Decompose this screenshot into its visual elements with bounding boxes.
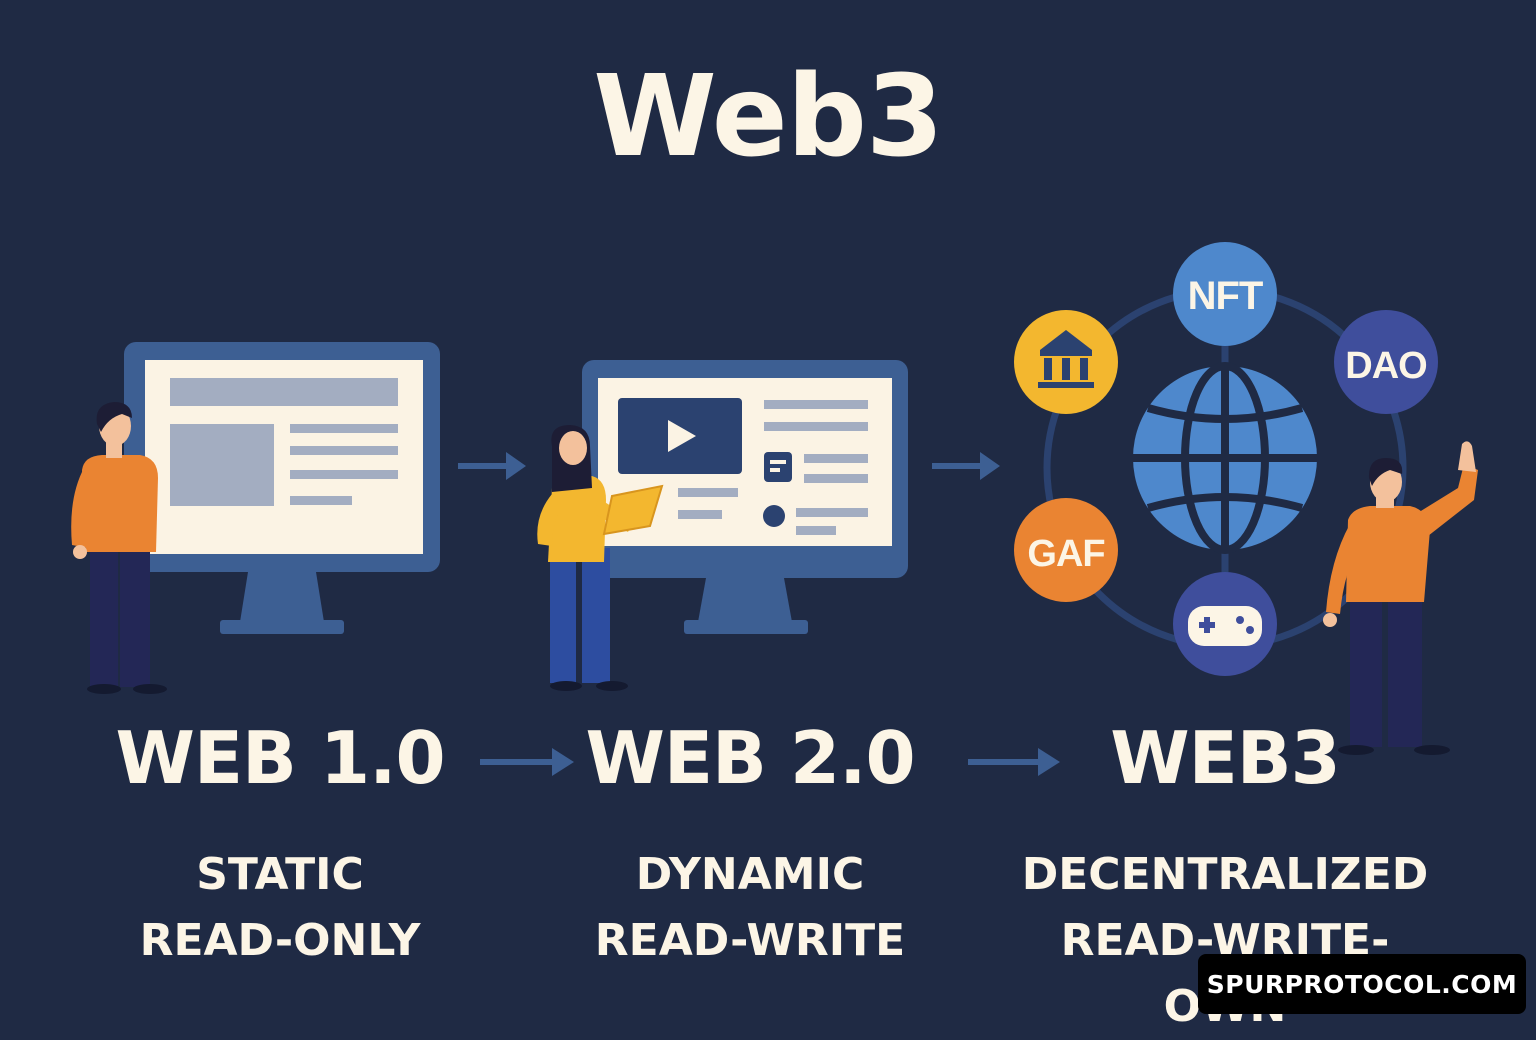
nft-node <box>1173 242 1277 346</box>
era-web1-line1: STATIC <box>196 849 364 900</box>
web3-person <box>1323 441 1478 755</box>
era-web1-line2: READ-ONLY <box>139 915 421 966</box>
bank-node <box>1014 310 1118 414</box>
gaf-node <box>1014 498 1118 602</box>
era-web3-line1: DECENTRALIZED <box>1021 849 1429 900</box>
dao-label: DAO <box>1345 345 1426 387</box>
web2-person <box>537 425 664 691</box>
web1-person <box>71 402 167 694</box>
watermark-badge: SPURPROTOCOL.COM <box>1198 954 1526 1014</box>
era-web2-line2: READ-WRITE <box>594 915 906 966</box>
dao-node <box>1334 310 1438 414</box>
arrow-1-bottom <box>480 748 574 776</box>
era-web2: WEB 2.0 DYNAMIC READ-WRITE <box>580 722 920 974</box>
web1-monitor <box>124 342 440 634</box>
era-web3-name: WEB3 <box>1110 716 1341 800</box>
gaf-label: GAF <box>1027 533 1104 575</box>
page-title: Web3 <box>593 52 944 182</box>
arrow-2-bottom <box>968 748 1060 776</box>
gamepad-node <box>1173 572 1277 676</box>
era-web2-line1: DYNAMIC <box>635 849 865 900</box>
nft-label: NFT <box>1188 274 1263 318</box>
arrow-2-top <box>932 452 1000 480</box>
web2-monitor <box>582 360 908 634</box>
web3-network <box>1043 286 1407 650</box>
era-web2-name: WEB 2.0 <box>585 716 915 800</box>
era-web1: WEB 1.0 STATIC READ-ONLY <box>110 722 450 974</box>
era-web1-name: WEB 1.0 <box>115 716 445 800</box>
arrow-1-top <box>458 452 526 480</box>
